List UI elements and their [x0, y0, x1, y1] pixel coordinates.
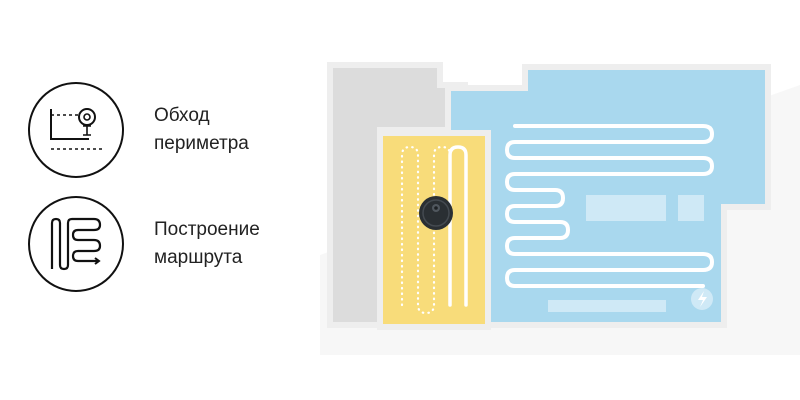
furniture-block	[586, 195, 666, 221]
furniture-block	[678, 195, 704, 221]
room-active	[377, 130, 491, 330]
perimeter-icon	[50, 108, 103, 150]
cleaning-path-traveled	[448, 145, 468, 307]
route-zigzag-icon	[50, 217, 102, 271]
cleaning-path-cleaned	[504, 124, 715, 288]
room-cleaned	[445, 64, 771, 328]
feature-route-label: Построение маршрута	[154, 216, 294, 272]
route-icon-circle	[28, 196, 124, 292]
feature-perimeter: Обход периметра	[28, 82, 294, 178]
furniture-block	[548, 300, 666, 312]
feature-route-label-line1: Построение	[154, 219, 260, 240]
feature-perimeter-label: Обход периметра	[154, 102, 294, 158]
feature-route: Построение маршрута	[28, 196, 294, 292]
charging-dock-icon	[691, 288, 713, 310]
perimeter-icon-circle	[28, 82, 124, 178]
robot-vacuum-icon	[419, 196, 453, 230]
feature-perimeter-label-line1: Обход	[154, 105, 210, 126]
feature-perimeter-label-line2: периметра	[154, 133, 249, 154]
feature-route-label-line2: маршрута	[154, 247, 243, 268]
floor-map	[320, 62, 800, 355]
